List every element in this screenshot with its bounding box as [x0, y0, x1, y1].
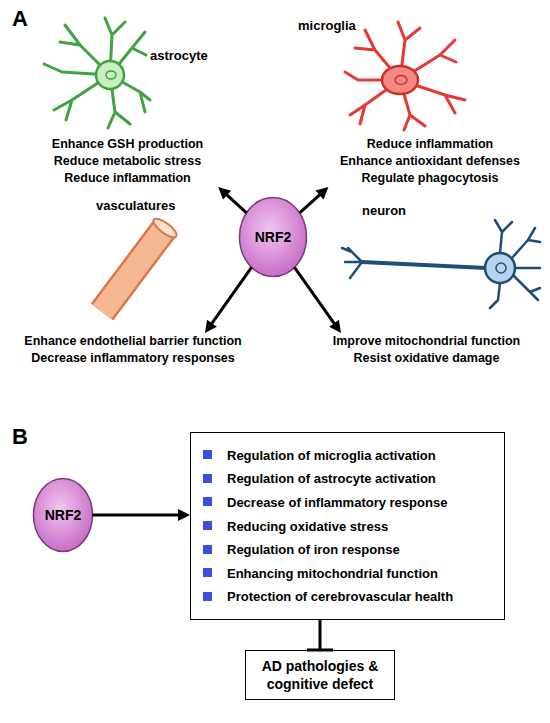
connector-line — [211, 267, 251, 324]
cell-name: neuron — [362, 203, 406, 218]
connector — [307, 620, 333, 650]
vessel-fill — [102, 228, 165, 312]
arrow-head — [218, 187, 231, 200]
microglia-illustration — [345, 22, 465, 130]
connector — [93, 509, 191, 521]
connector — [300, 187, 329, 213]
effect-line: Enhance endothelial barrier function — [8, 333, 258, 350]
connector-line — [93, 514, 180, 517]
gene-name: NRF2 — [255, 229, 292, 245]
cell-name: microglia — [298, 18, 356, 33]
connector — [218, 187, 246, 213]
effect-group: Improve mitochondrial functionResist oxi… — [318, 333, 535, 367]
astrocyte-processes — [44, 18, 150, 128]
connector-line — [294, 267, 334, 324]
list-item: Regulation of astrocyte activation — [203, 471, 496, 486]
oval-outline — [240, 198, 307, 277]
vessel-opening — [151, 216, 179, 241]
microglia-processes — [345, 22, 465, 130]
effect-line: Enhance GSH production — [35, 136, 220, 153]
connector-line — [300, 194, 321, 213]
list-item: Protection of cerebrovascular health — [203, 589, 496, 604]
effect-line: Enhance antioxidant defenses — [325, 153, 535, 170]
effect-line: Regulate phagocytosis — [325, 170, 535, 187]
list-item: Reducing oxidative stress — [203, 519, 496, 534]
list-item: Regulation of iron response — [203, 542, 496, 557]
neuron-nucleus — [496, 263, 506, 273]
vessel-illustration — [102, 216, 179, 312]
list-item: Decrease of inflammatory response — [203, 495, 496, 510]
arrow-head — [178, 509, 190, 521]
effect-line: Reduce inflammation — [35, 170, 220, 187]
astrocyte-illustration — [44, 18, 150, 128]
neuron-soma — [485, 253, 515, 283]
effect-line: Reduce metabolic stress — [35, 153, 220, 170]
effect-line: Reduce inflammation — [325, 136, 535, 153]
effect-line: Resist oxidative damage — [318, 350, 535, 367]
neuron-dendrites — [342, 220, 540, 308]
list-item: Enhancing mitochondrial function — [203, 566, 496, 581]
oval-outline — [34, 479, 93, 552]
connector-line — [319, 620, 322, 650]
gene-name: NRF2 — [45, 507, 82, 523]
panel-letter: A — [12, 6, 28, 32]
arrow-head — [329, 320, 341, 333]
panel-letter: B — [12, 424, 28, 450]
connector-line — [226, 194, 246, 212]
arrow-head — [205, 320, 217, 333]
effect-group: Enhance GSH productionReduce metabolic s… — [35, 136, 220, 187]
outcome-box: AD pathologies & cognitive defect — [245, 650, 395, 700]
arrow-head — [315, 187, 328, 199]
neuron-illustration — [342, 220, 540, 308]
neuron-axon — [362, 262, 486, 268]
effect-list-box: Regulation of microglia activationRegula… — [190, 432, 505, 620]
effect-line: Decrease inflammatory responses — [8, 350, 258, 367]
effect-group: Reduce inflammationEnhance antioxidant d… — [325, 136, 535, 187]
gene-oval: NRF2 — [32, 477, 94, 553]
effect-line: Improve mitochondrial function — [318, 333, 535, 350]
list-item: Regulation of microglia activation — [203, 448, 496, 463]
astrocyte-nucleus — [106, 71, 116, 79]
vessel-wall — [102, 228, 165, 312]
gene-oval: NRF2 — [238, 196, 308, 278]
astrocyte-body — [96, 61, 124, 89]
cell-name: vasculatures — [96, 198, 176, 213]
cell-name: astrocyte — [150, 48, 208, 63]
microglia-body — [382, 66, 418, 94]
effect-group: Enhance endothelial barrier functionDecr… — [8, 333, 258, 367]
connector — [205, 267, 252, 333]
microglia-nucleus — [395, 76, 407, 85]
connector — [294, 267, 341, 333]
outcome-text: AD pathologies & cognitive defect — [250, 657, 390, 693]
